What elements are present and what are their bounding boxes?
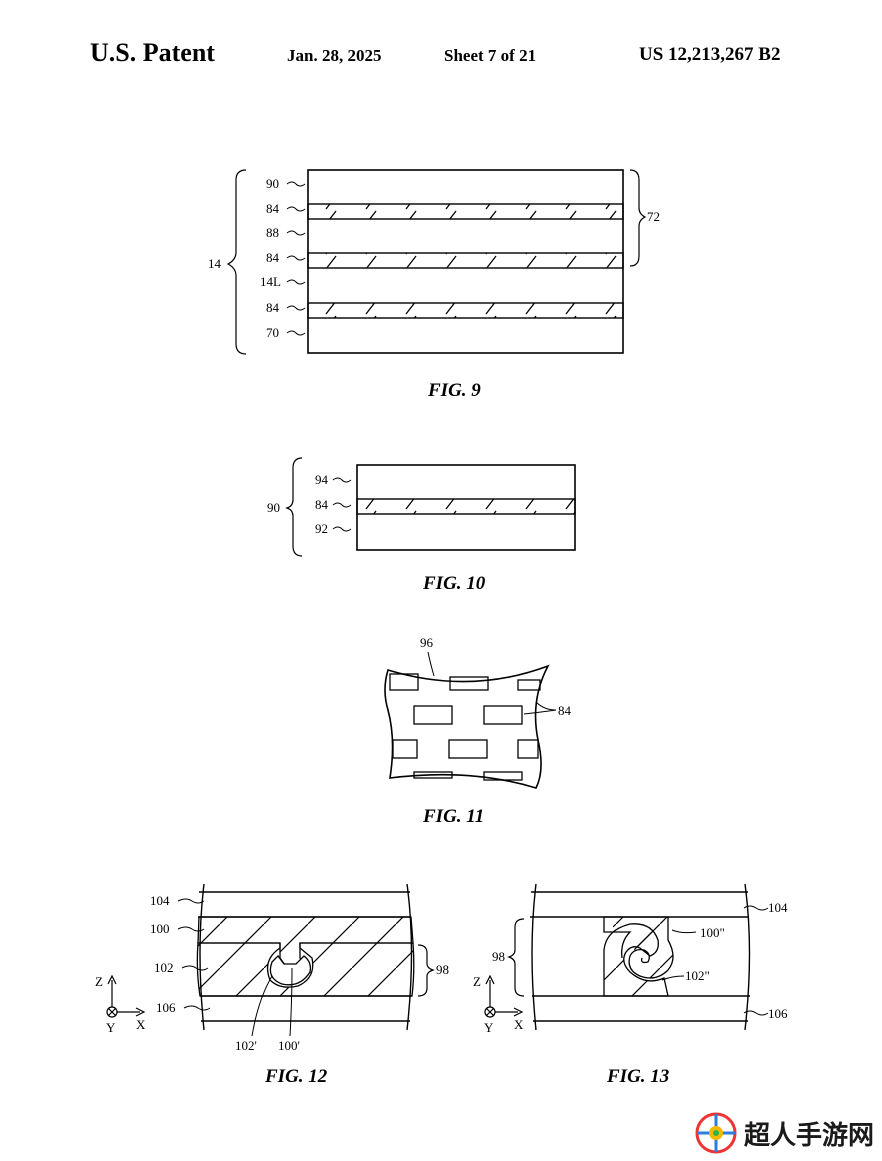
fig12-label-102-prime: 102' (235, 1038, 257, 1053)
watermark-logo-icon (695, 1112, 737, 1154)
fig13-drawing (484, 883, 769, 1031)
fig13-label-106: 106 (768, 1006, 788, 1021)
fig11-caption: FIG. 11 (423, 806, 485, 827)
fig9-label-70: 70 (266, 325, 279, 340)
fig12-label-106: 106 (156, 1000, 176, 1015)
fig13-label-98: 98 (492, 949, 505, 964)
fig12-axis-x: X (136, 1017, 146, 1032)
fig10-drawing (285, 457, 576, 557)
fig12-label-104: 104 (150, 893, 170, 908)
fig10-label-90: 90 (267, 500, 280, 515)
sheet-number: Sheet 7 of 21 (444, 46, 537, 65)
watermark: 超人手游网 (694, 1111, 874, 1155)
fig9-label-84b: 84 (266, 250, 280, 265)
patent-number: US 12,213,267 B2 (639, 44, 781, 65)
fig9-caption: FIG. 9 (428, 380, 481, 401)
patent-header-title: U.S. Patent (90, 38, 215, 67)
fig11-label-84: 84 (558, 703, 572, 718)
fig12-label-98: 98 (436, 962, 449, 977)
fig12-label-100-prime: 100' (278, 1038, 300, 1053)
fig13-caption: FIG. 13 (607, 1066, 670, 1087)
fig9-label-72: 72 (647, 209, 660, 224)
fig9-label-84c: 84 (266, 300, 280, 315)
fig10-caption: FIG. 10 (423, 573, 486, 594)
fig12-axis-z: Z (95, 974, 103, 989)
watermark-text: 超人手游网 (743, 1120, 874, 1151)
fig10-label-84: 84 (315, 497, 329, 512)
fig11-drawing (384, 651, 557, 789)
fig12-caption: FIG. 12 (265, 1066, 328, 1087)
fig12-drawing (106, 883, 435, 1037)
fig12-axis-y: Y (106, 1020, 116, 1035)
fig13-label-102-double-prime: 102" (685, 968, 710, 983)
fig12-label-102: 102 (154, 960, 174, 975)
fig12-label-100: 100 (150, 921, 170, 936)
fig9-label-84a: 84 (266, 201, 280, 216)
fig10-label-94: 94 (315, 472, 329, 487)
fig9-drawing (226, 169, 647, 355)
fig13-axis-y: Y (484, 1020, 494, 1035)
fig13-label-100-double-prime: 100" (700, 925, 725, 940)
patent-date: Jan. 28, 2025 (287, 46, 382, 65)
fig13-axis-x: X (514, 1017, 524, 1032)
fig9-label-88: 88 (266, 225, 279, 240)
fig11-label-96: 96 (420, 635, 434, 650)
fig9-label-14: 14 (208, 256, 222, 271)
fig13-axis-z: Z (473, 974, 481, 989)
fig10-label-92: 92 (315, 521, 328, 536)
fig13-label-104: 104 (768, 900, 788, 915)
fig9-label-90: 90 (266, 176, 279, 191)
fig9-label-14L: 14L (260, 274, 281, 289)
